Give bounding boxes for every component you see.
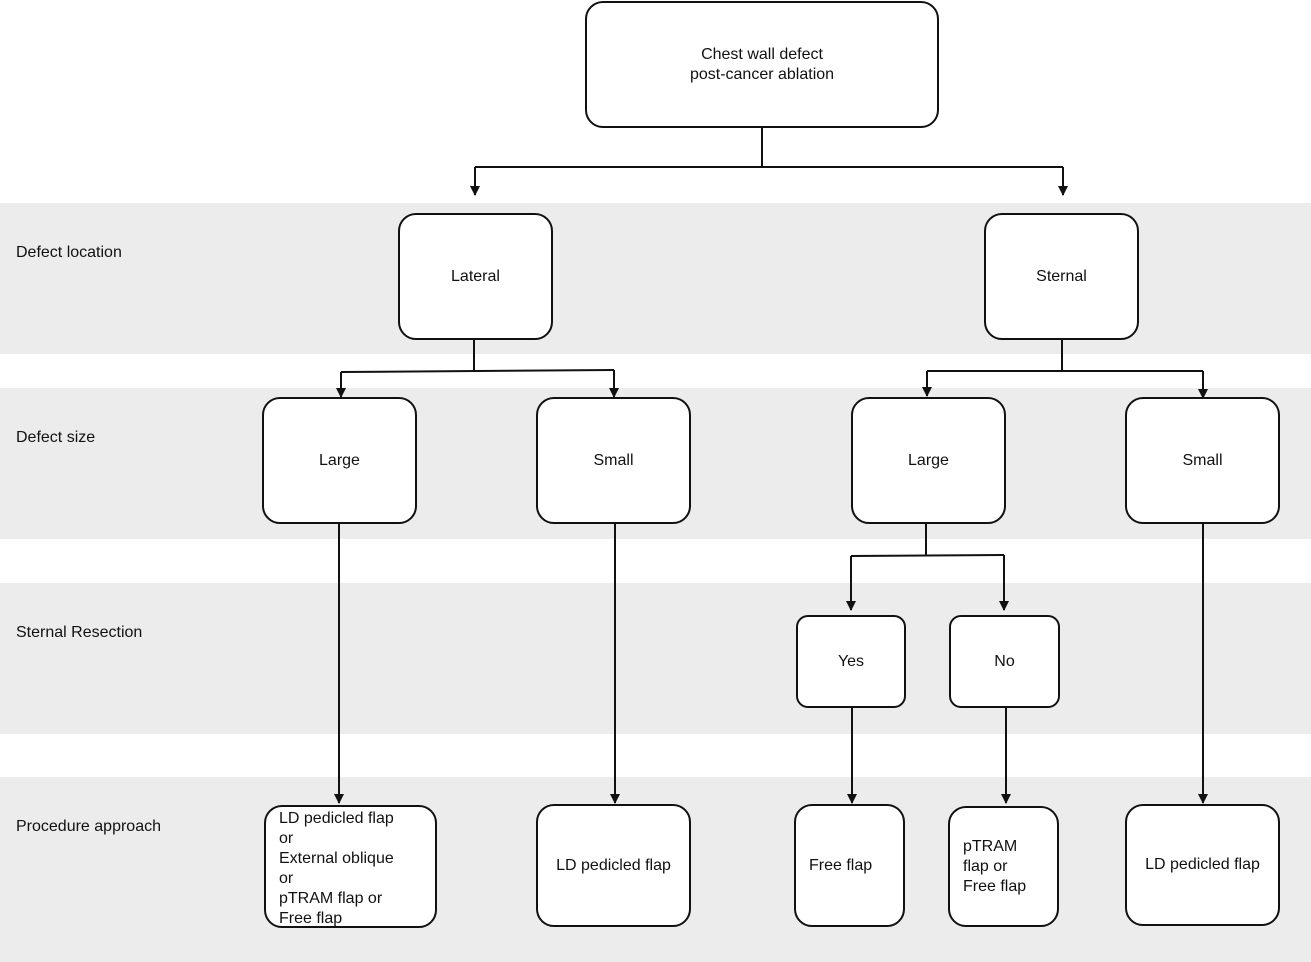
edge-lateral-split: [340, 340, 615, 373]
band-sternal-resection: [0, 583, 1311, 734]
node-root: Chest wall defect post-cancer ablation: [585, 1, 939, 128]
node-proc-lateral-large: LD pedicled flap or External oblique or …: [264, 805, 437, 928]
edge-sternal-split: [927, 340, 1203, 372]
node-proc-yes: Free flap: [794, 804, 905, 927]
node-lateral: Lateral: [398, 213, 553, 340]
node-yes: Yes: [796, 615, 906, 708]
node-proc-lateral-small: LD pedicled flap: [536, 804, 691, 927]
row-label-procedure-approach: Procedure approach: [16, 818, 161, 835]
edge-root-split: [475, 128, 1063, 168]
row-label-sternal-resection: Sternal Resection: [16, 624, 143, 641]
edge-sternal-large-split: [850, 524, 1005, 557]
row-label-defect-size: Defect size: [16, 429, 96, 446]
node-proc-sternal-small: LD pedicled flap: [1125, 804, 1280, 926]
node-proc-no: pTRAM flap or Free flap: [948, 806, 1059, 927]
node-sternal: Sternal: [984, 213, 1139, 340]
node-lateral-small: Small: [536, 397, 691, 524]
node-lateral-large: Large: [262, 397, 417, 524]
node-sternal-large: Large: [851, 397, 1006, 524]
node-sternal-small: Small: [1125, 397, 1280, 524]
node-no: No: [949, 615, 1060, 708]
row-label-defect-location: Defect location: [16, 244, 122, 261]
